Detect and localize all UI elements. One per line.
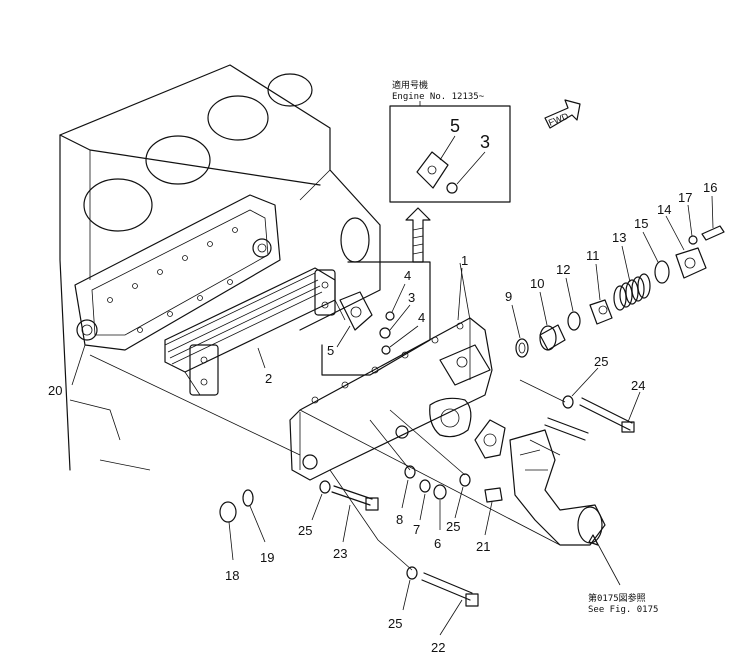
callout-25-b: 25: [446, 519, 460, 534]
part-13-spring: [613, 273, 651, 311]
callout-1: 1: [461, 253, 468, 268]
callout-25-a: 25: [594, 354, 608, 369]
part-9: [515, 338, 529, 358]
elbow-gasket: [474, 419, 506, 459]
callout-17: 17: [678, 190, 692, 205]
water-elbow: [509, 429, 621, 586]
inset-mid-label-4b: 4: [418, 310, 425, 325]
callout-21: 21: [476, 539, 490, 554]
bolts-washers: [219, 395, 635, 607]
callout-25-d: 25: [388, 616, 402, 631]
plug-18: [219, 501, 237, 523]
inset-top-label-5: 5: [450, 116, 460, 136]
inset-top-title-en: Engine No. 12135~: [392, 92, 485, 102]
bolt-24: [579, 397, 633, 431]
see-fig-en: See Fig. 0175: [588, 605, 658, 615]
callout-24: 24: [631, 378, 645, 393]
callout-22: 22: [431, 640, 445, 655]
callout-9: 9: [505, 289, 512, 304]
part-14: [675, 247, 707, 279]
part-15: [654, 260, 670, 284]
see-fig-jp: 第0175図参照: [588, 592, 646, 604]
callout-6: 6: [434, 536, 441, 551]
callout-2: 2: [265, 371, 272, 386]
inset-top: 適用号機 Engine No. 12135~ 5 3: [389, 79, 511, 263]
part-17: [688, 235, 698, 245]
callout-11: 11: [586, 248, 600, 263]
callout-15: 15: [634, 216, 648, 231]
see-fig-reference: 第0175図参照 See Fig. 0175: [588, 592, 658, 615]
part-16: [701, 225, 725, 241]
callout-19: 19: [260, 550, 274, 565]
washer-8: [404, 465, 416, 479]
nut-6: [433, 484, 447, 500]
part-11: [589, 299, 613, 325]
callout-18: 18: [225, 568, 239, 583]
callouts: 1 2 6 7 8 9 10 11 12 13 14 15 16 17 18 1…: [48, 180, 717, 655]
inset-top-title-jp: 適用号機: [392, 79, 428, 91]
inset-mid: 4 3 4 5: [321, 261, 431, 376]
inset-top-box: [389, 105, 511, 203]
oring-19: [242, 489, 254, 507]
callout-25-c: 25: [298, 523, 312, 538]
washer-25d: [406, 566, 418, 580]
callout-20: 20: [48, 383, 62, 398]
callout-23: 23: [333, 546, 347, 561]
inset-mid-label-3: 3: [408, 290, 415, 305]
fwd-label: FWD: [547, 111, 570, 128]
washer-25b: [459, 473, 471, 487]
callout-13: 13: [612, 230, 626, 245]
oil-cooler-cover: [289, 317, 493, 481]
engine-block: [59, 64, 381, 471]
callout-10: 10: [530, 276, 544, 291]
callout-12: 12: [556, 262, 570, 277]
washer-7: [419, 479, 431, 493]
callout-7: 7: [413, 522, 420, 537]
oil-cooler-element: [164, 267, 346, 396]
stud-bolt: [544, 417, 589, 441]
inset-top-label-3: 3: [480, 132, 490, 152]
callout-16: 16: [703, 180, 717, 195]
fwd-arrow: FWD: [544, 99, 581, 129]
inset-mid-label-5: 5: [327, 343, 334, 358]
bolt-21: [484, 487, 503, 503]
washer-25a: [562, 395, 574, 409]
callout-14: 14: [657, 202, 671, 217]
thermostat-stack: [515, 225, 725, 358]
inset-mid-label-4a: 4: [404, 268, 411, 283]
leader-lines: [71, 262, 566, 571]
part-12: [567, 311, 581, 331]
washer-25c: [319, 480, 331, 494]
bolt-22: [421, 572, 473, 601]
bolt-23: [331, 485, 373, 506]
callout-8: 8: [396, 512, 403, 527]
